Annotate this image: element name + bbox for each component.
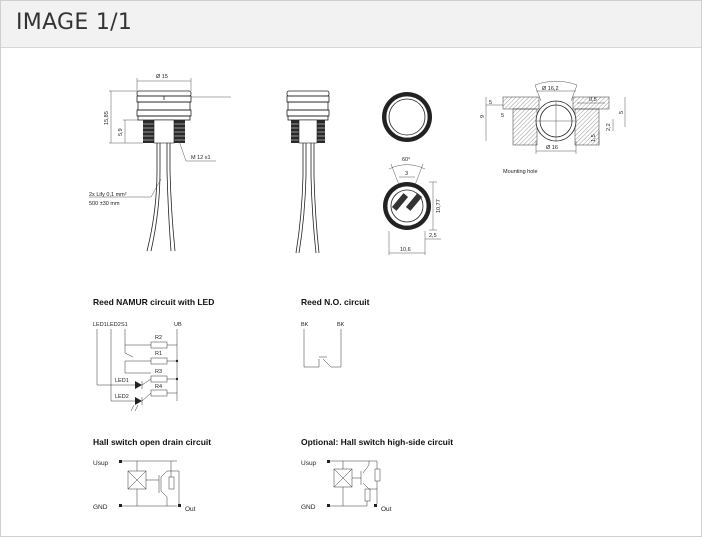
dim-diameter-15: Ø 15	[156, 74, 168, 80]
cable-spec-line1: 2x Lify 0,1 mm²	[89, 192, 127, 198]
hall-hs-label-gnd: GND	[301, 504, 316, 511]
side-view-dimensioned: Ø 15 15,85	[89, 74, 231, 252]
dim-3: 3	[405, 171, 408, 177]
namur-label-r1: R1	[155, 351, 162, 357]
hall-od-label-usup: Usup	[93, 460, 109, 467]
bottom-view: 60° 3 10,77 2,5 10,6	[383, 157, 442, 255]
hole-dim-16-2: Ø 16,2	[542, 86, 559, 92]
hall-od-label-out: Out	[185, 506, 196, 513]
thread-size-label: M 12 x1	[191, 155, 211, 161]
hole-dim-5-a: 5	[489, 100, 492, 106]
hall-od-label-gnd: GND	[93, 504, 108, 511]
hall-open-drain-circuit: Usup GND Out	[93, 460, 196, 513]
mounting-hole-section: Ø 16,2 0,5 5 5 9 5 2,2 1,5 Ø 16 Mounting…	[480, 81, 626, 175]
reed-no-circuit-title: Reed N.O. circuit	[301, 297, 370, 307]
reed-no-circuit: BK BK	[301, 322, 345, 368]
side-view-plain	[286, 90, 330, 254]
namur-label-r2: R2	[155, 335, 162, 341]
reed-label-bk-right: BK	[337, 322, 345, 328]
image-counter-title: IMAGE 1/1	[16, 10, 133, 35]
namur-label-led1-top: LED1	[93, 322, 107, 328]
hall-hs-label-out: Out	[381, 506, 392, 513]
hall-open-drain-title: Hall switch open drain circuit	[93, 437, 211, 447]
hole-dim-1-5: 1,5	[591, 134, 597, 142]
mounting-hole-label: Mounting hole	[503, 169, 538, 175]
hall-high-side-title: Optional: Hall switch high-side circuit	[301, 437, 453, 447]
hole-dim-16: Ø 16	[546, 145, 558, 151]
namur-label-s1: S1	[121, 322, 128, 328]
namur-label-led2-top: LED2	[107, 322, 121, 328]
hall-hs-label-usup: Usup	[301, 460, 317, 467]
dim-2-5: 2,5	[429, 233, 437, 239]
dim-10-77: 10,77	[436, 199, 442, 213]
namur-label-led1: LED1	[115, 378, 129, 384]
dim-10-6: 10,6	[400, 247, 411, 253]
dim-5-9: 5,9	[118, 128, 124, 136]
namur-circuit-title: Reed NAMUR circuit with LED	[93, 297, 214, 307]
cable-spec-line2: 500 ±30 mm	[89, 201, 120, 207]
namur-label-r3: R3	[155, 369, 162, 375]
hole-dim-9: 9	[480, 115, 486, 118]
namur-circuit: LED1 LED2 S1 UB R2 R1	[93, 322, 182, 412]
reed-label-bk-left: BK	[301, 322, 309, 328]
viewer-header: IMAGE 1/1	[1, 1, 701, 48]
hole-dim-5-b: 5	[501, 113, 504, 119]
dim-angle-60: 60°	[402, 157, 410, 163]
hole-dim-2-2: 2,2	[606, 123, 612, 131]
namur-label-ub: UB	[174, 322, 182, 328]
hole-dim-0-5: 0,5	[589, 97, 597, 103]
top-view	[382, 92, 432, 142]
namur-label-led2: LED2	[115, 394, 129, 400]
dim-15-85: 15,85	[104, 111, 110, 125]
hall-high-side-circuit: Usup GND Out	[301, 460, 392, 513]
hole-dim-5-c: 5	[619, 111, 625, 114]
namur-label-r4: R4	[155, 384, 162, 390]
